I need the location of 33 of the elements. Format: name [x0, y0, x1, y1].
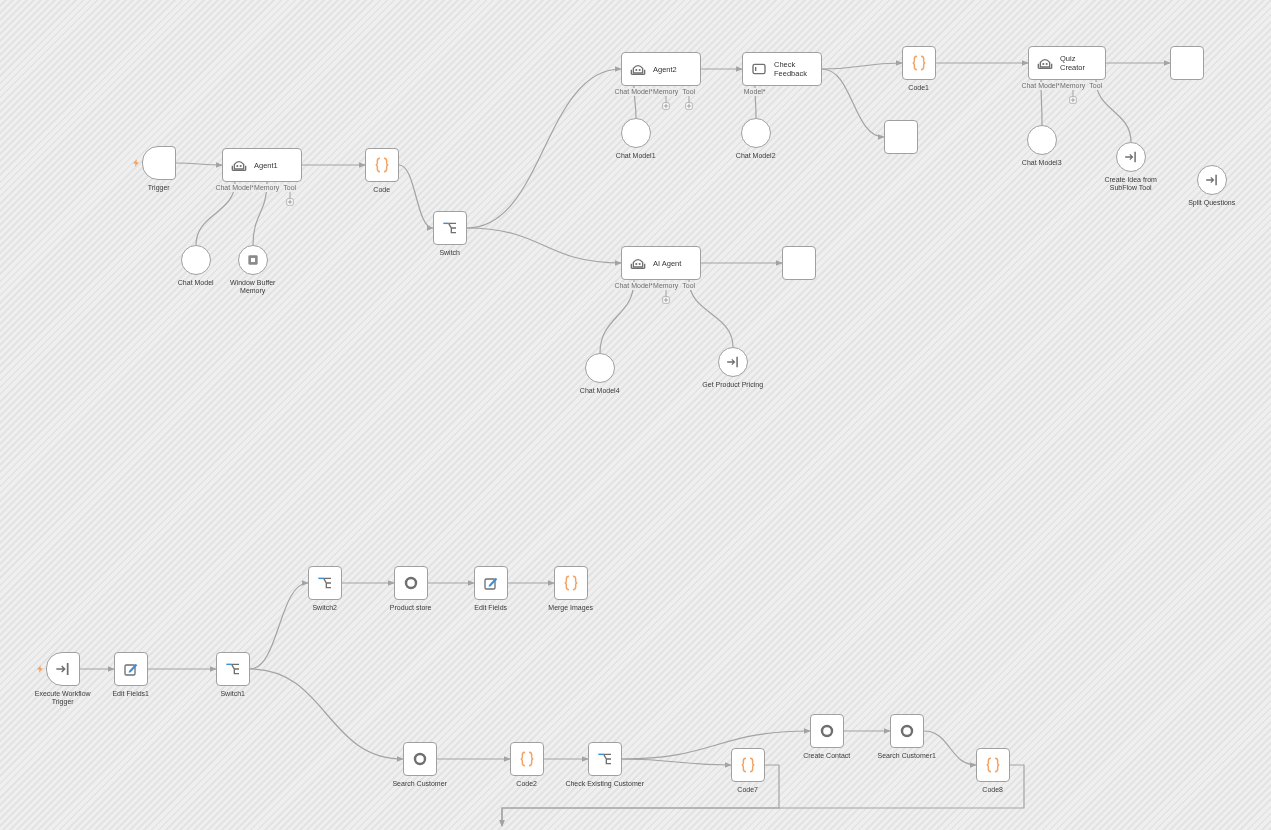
connector-arrow [301, 162, 366, 168]
connector-arrow [79, 666, 115, 672]
connector-arrow [147, 666, 217, 672]
connector-arrow [821, 68, 885, 139]
connector-arrow [175, 162, 223, 168]
connector-arrow [341, 580, 395, 586]
connector-arrow [436, 756, 511, 762]
connector-arrow [499, 764, 1025, 827]
connector-arrow [821, 60, 903, 70]
workflow-node [1170, 46, 1204, 80]
connector-arrow [249, 668, 404, 762]
connector-line [1095, 79, 1132, 143]
connector-arrow [507, 580, 555, 586]
workflow-node [884, 120, 918, 154]
connector-line [688, 279, 734, 348]
connector-arrow [923, 730, 977, 768]
connector-line [633, 85, 637, 119]
connector-line [599, 279, 635, 354]
connector-arrow [1105, 60, 1171, 66]
connector-arrow [621, 758, 732, 768]
workflow-node [782, 246, 816, 280]
connector-line [252, 181, 268, 246]
connector-line [754, 85, 757, 119]
connector-arrow [935, 60, 1029, 66]
connector-arrow [466, 227, 622, 266]
connector-line [195, 181, 236, 246]
connector-arrow [843, 728, 891, 734]
connector-arrow [700, 260, 783, 266]
connector-arrow [427, 580, 475, 586]
connector-arrow [398, 164, 434, 229]
connector-line [1040, 79, 1043, 126]
connector-arrow [700, 66, 743, 72]
connector-arrow [543, 756, 589, 762]
